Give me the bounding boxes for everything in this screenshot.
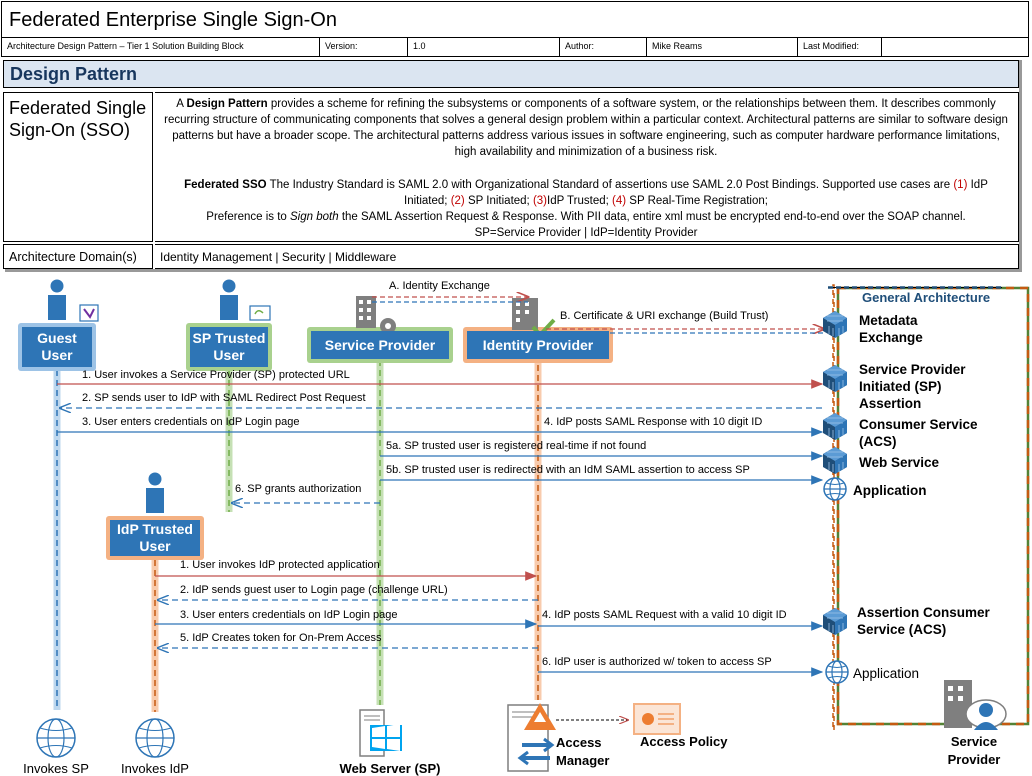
domain-label-cell: Architecture Domain(s) <box>3 244 153 269</box>
idp-msg-1: 1. User invokes IdP protected applicatio… <box>180 559 380 571</box>
pattern-name-cell: Federated Single Sign-On (SSO) <box>3 92 153 242</box>
msg-6: 6. SP grants authorization <box>235 483 362 495</box>
access-policy-label: Access Policy <box>640 734 728 749</box>
meta-row: Architecture Design Pattern – Tier 1 Sol… <box>1 38 1029 57</box>
general-architecture-box <box>836 286 1030 726</box>
service-provider-footer-label: Service Provider <box>947 734 1001 767</box>
msg-5a: 5a. SP trusted user is registered real-t… <box>386 440 647 452</box>
msg-5b: 5b. SP trusted user is redirected with a… <box>386 464 750 476</box>
version-value: 1.0 <box>408 38 560 56</box>
domain-value: Identity Management | Security | Middlew… <box>160 250 397 264</box>
msg-identity-exchange: A. Identity Exchange <box>389 280 490 292</box>
pattern-description: A Design Pattern provides a scheme for r… <box>164 98 1008 158</box>
access-manager-label: Access Manager <box>556 735 610 768</box>
modified-label: Last Modified: <box>798 38 882 56</box>
metadata-cube-icon <box>822 310 848 339</box>
acs2-cube-icon <box>822 607 848 636</box>
idp-msg-2: 2. IdP sends guest user to Login page (c… <box>180 584 448 596</box>
application2-label: Application <box>853 666 920 681</box>
idp-msg-5: 5. IdP Creates token for On-Prem Access <box>180 632 382 644</box>
application-globe-icon <box>823 477 847 501</box>
pattern-name: Federated Single Sign-On (SSO) <box>9 98 147 140</box>
msg-3: 3. User enters credentials on IdP Login … <box>82 416 300 428</box>
panel-shadow-right <box>1019 60 1022 271</box>
document-title-box: Federated Enterprise Single Sign-On <box>1 1 1029 38</box>
web-service-cube-icon <box>822 446 848 475</box>
service-provider-cloud-icon <box>944 680 1007 730</box>
access-manager-icon <box>507 703 556 772</box>
idp-msg-6: 6. IdP user is authorized w/ token to ac… <box>542 656 772 668</box>
author-label: Author: <box>560 38 647 56</box>
doc-type: Architecture Design Pattern – Tier 1 Sol… <box>2 38 320 56</box>
msg-2: 2. SP sends user to IdP with SAML Redire… <box>82 392 366 404</box>
actor-idp-trusted-user: IdP Trusted User <box>110 520 200 556</box>
metadata-exchange-label: Metadata Exchange <box>859 313 923 345</box>
idp-msg-4: 4. IdP posts SAML Request with a valid 1… <box>542 609 787 621</box>
assertion-consumer-service-label: Assertion Consumer Service (ACS) <box>857 605 990 637</box>
msg-certificate-exchange: B. Certificate & URI exchange (Build Tru… <box>560 310 769 322</box>
acs-cube-icon <box>822 412 848 441</box>
author-value: Mike Reams <box>647 38 798 56</box>
domain-value-cell: Identity Management | Security | Middlew… <box>155 244 1019 269</box>
actor-identity-provider: Identity Provider <box>467 331 609 359</box>
sp-initiated-assertion-label: Service Provider Initiated (SP) Assertio… <box>859 362 966 411</box>
actor-sp-trusted-user: SP Trusted User <box>190 327 268 367</box>
federated-sso-description: Federated SSO The Industry Standard is S… <box>184 179 988 239</box>
invokes-sp-globe-icon <box>36 718 76 758</box>
invokes-idp-label: Invokes IdP <box>121 761 189 776</box>
application2-globe-icon <box>825 660 849 684</box>
panel-shadow-bottom <box>5 269 1022 272</box>
general-architecture-label: General Architecture <box>862 290 991 305</box>
identity-provider-building-icon <box>512 298 556 338</box>
version-label: Version: <box>320 38 408 56</box>
actor-guest-user: Guest User <box>22 327 92 367</box>
access-policy-icon <box>633 703 681 735</box>
web-server-icon <box>359 709 402 757</box>
document-title: Federated Enterprise Single Sign-On <box>9 9 337 31</box>
actor-service-provider: Service Provider <box>311 331 449 359</box>
web-service-label: Web Service <box>859 455 940 470</box>
web-server-label: Web Server (SP) <box>339 761 441 776</box>
invokes-sp-label: Invokes SP <box>23 761 89 776</box>
msg-4: 4. IdP posts SAML Response with 10 digit… <box>544 416 763 428</box>
service-provider-building-icon <box>356 296 396 334</box>
invokes-idp-globe-icon <box>135 718 175 758</box>
design-pattern-heading: Design Pattern <box>10 64 138 84</box>
pattern-description-cell: A Design Pattern provides a scheme for r… <box>155 92 1019 242</box>
design-pattern-heading-bar: Design Pattern <box>3 60 1019 88</box>
domain-label: Architecture Domain(s) <box>9 250 137 264</box>
idp-msg-3: 3. User enters credentials on IdP Login … <box>180 609 398 621</box>
msg-1: 1. User invokes a Service Provider (SP) … <box>82 369 350 381</box>
sp-assertion-cube-icon <box>822 364 848 393</box>
consumer-service-label: Consumer Service (ACS) <box>859 417 978 449</box>
application-label: Application <box>853 483 927 498</box>
